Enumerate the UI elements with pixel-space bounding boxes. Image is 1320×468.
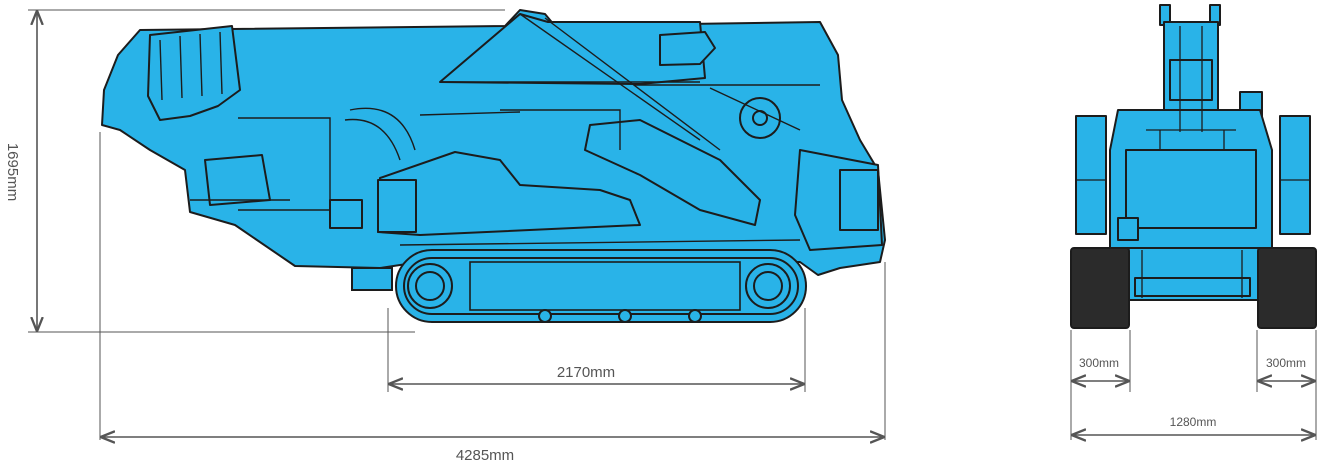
- overall-length-label: 4285mm: [456, 447, 514, 464]
- track-length-label: 2170mm: [557, 364, 615, 381]
- right-track: [1257, 247, 1317, 329]
- height-dimension: 1695mm: [4, 9, 505, 333]
- crane-detail-lines-side: [159, 13, 820, 246]
- height-label: 1695mm: [4, 143, 21, 201]
- side-view: 1695mm 2170mm 4285mm: [4, 9, 886, 464]
- overall-width-dimension: 1280mm: [1073, 415, 1314, 435]
- left-track-width-dimension: 300mm: [1070, 330, 1131, 440]
- crane-body-front: [1075, 4, 1311, 301]
- overall-length-dimension: 4285mm: [99, 132, 886, 464]
- track-length-dimension: 2170mm: [387, 308, 806, 392]
- left-track: [1070, 247, 1130, 329]
- crane-body-side: [101, 9, 886, 276]
- right-track-width-label: 300mm: [1266, 356, 1306, 370]
- overall-width-label: 1280mm: [1170, 415, 1217, 429]
- crawler-track-side: [351, 249, 807, 323]
- left-track-width-label: 300mm: [1079, 356, 1119, 370]
- right-track-width-dimension: 300mm: [1256, 330, 1317, 440]
- crane-detail-lines-front: [1076, 26, 1310, 298]
- crawler-tracks-front: [1070, 247, 1317, 329]
- front-view: 300mm 300mm 1280mm: [1070, 4, 1317, 440]
